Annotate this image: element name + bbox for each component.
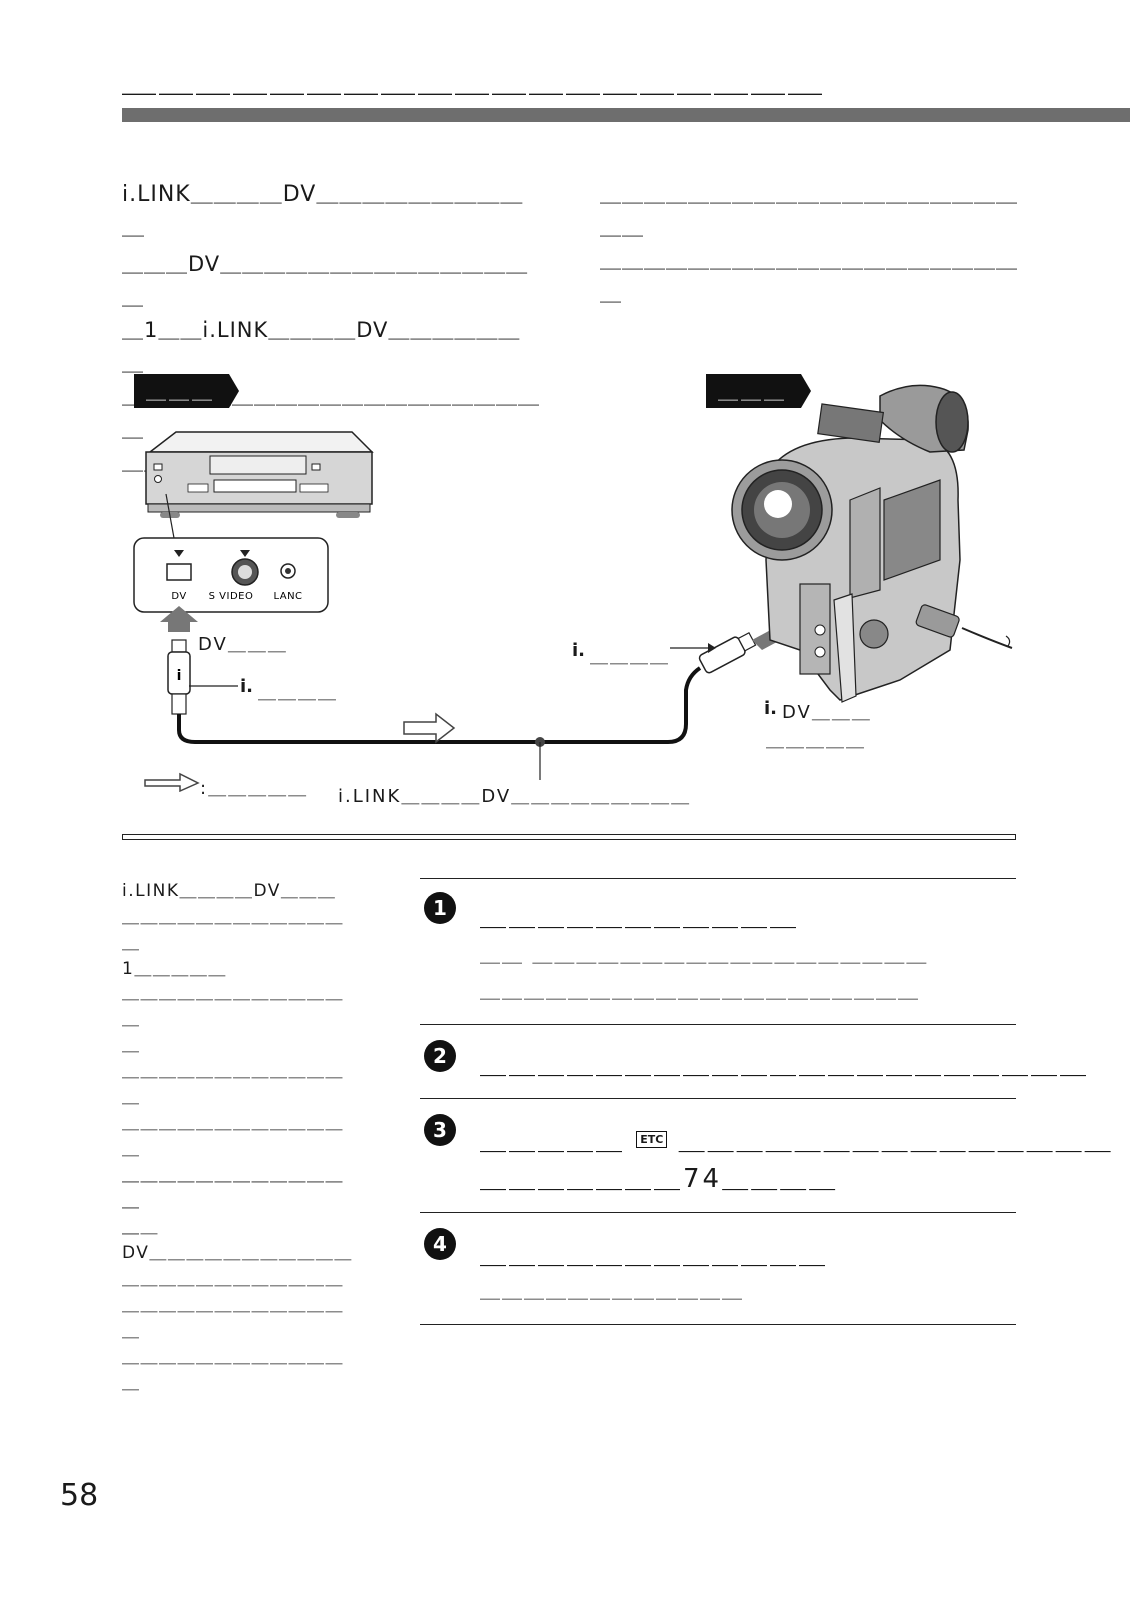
svg-text:i: i (177, 668, 182, 684)
sidenote-line: ＿＿＿＿＿＿＿＿＿＿＿＿＿ (122, 907, 344, 953)
step-divider (420, 1212, 1016, 1213)
step-3-title-part: ＿＿＿＿＿＿＿＿＿＿＿＿＿＿＿ (678, 1126, 1114, 1156)
right-plug-label: ＿＿＿＿ (590, 646, 670, 667)
page-title: ＿＿＿＿＿＿＿＿＿＿＿＿＿＿＿＿＿＿＿ (122, 60, 825, 100)
step-desc-line: ＿＿＿＿＿＿＿＿＿＿＿＿＿＿＿＿＿＿＿＿ (480, 978, 920, 1002)
sidenote-1: i.LINK＿＿＿＿DV＿＿＿ ＿＿＿＿＿＿＿＿＿＿＿＿＿ 1＿＿＿＿＿ (122, 878, 360, 982)
intro-line: ＿＿＿DV＿＿＿＿＿＿＿＿＿＿＿＿＿＿＿ (122, 252, 529, 309)
signal-flow-arrow-icon (144, 772, 200, 792)
sidenote-line: ＿＿＿＿＿＿＿＿＿＿＿＿＿ (122, 1113, 344, 1159)
step-number-1: 1 (424, 892, 456, 924)
step-1-title: ＿＿＿＿＿＿＿＿＿＿＿ (480, 902, 800, 932)
intro-line: ＿＿＿＿＿＿＿＿＿＿＿＿＿＿＿＿＿＿＿＿ (600, 248, 1018, 305)
camcorder-illustration (731, 384, 1013, 703)
title-underline-bar (122, 108, 1130, 122)
vcr-tag: ＿＿＿ (134, 374, 239, 408)
step-divider (420, 1098, 1016, 1099)
step-3-title-line2: ＿＿＿＿＿＿＿74＿＿＿＿ (480, 1164, 839, 1194)
step-1-desc: ＿＿ ＿＿＿＿＿＿＿＿＿＿＿＿＿＿＿＿＿＿ ＿＿＿＿＿＿＿＿＿＿＿＿＿＿＿＿＿＿… (480, 936, 928, 1008)
sidenote-line: ＿＿＿＿＿＿＿＿＿＿＿＿＿ (122, 1347, 344, 1393)
ilink-icon: i. (240, 676, 254, 697)
intro-line: ＿1＿＿i.LINK＿＿＿＿DV＿＿＿＿＿＿＿ (122, 318, 521, 375)
sidenote-3: ＿＿＿＿＿＿＿＿＿＿＿＿＿ ＿ DV＿＿＿＿＿＿＿＿＿＿＿ ＿＿＿＿＿＿＿＿＿＿… (122, 1162, 360, 1396)
intro-left-column: i.LINK＿＿＿＿DV＿＿＿＿＿＿＿＿＿＿ ＿＿＿DV＿＿＿＿＿＿＿＿＿＿＿＿… (122, 178, 542, 479)
camcorder-tag: ＿＿＿ (706, 374, 811, 408)
page-number: 58 (60, 1478, 99, 1513)
ilink-icon: i. (764, 698, 778, 719)
sidenote-line: ＿ (122, 1217, 141, 1237)
intro-right-column: ＿＿＿＿＿＿＿＿＿＿＿＿＿＿＿＿＿＿＿＿＿ ＿＿＿＿＿＿＿＿＿＿＿＿＿＿＿＿＿＿… (600, 178, 1020, 310)
step-divider (420, 1024, 1016, 1025)
dv-in-label: DV＿＿＿ (198, 634, 288, 655)
intro-lead: i.LINK＿＿＿＿DV＿＿＿＿＿＿＿＿＿＿ (122, 182, 524, 240)
legend-label: :＿＿＿＿＿ (200, 778, 309, 799)
sidenote-line: i.LINK＿＿＿＿DV＿＿＿ (122, 881, 337, 901)
step-3-title: ＿＿＿＿＿ ETC ＿＿＿＿＿＿＿＿＿＿＿＿＿＿＿ (480, 1120, 1114, 1157)
intro-line: ＿＿＿＿＿＿＿＿＿＿＿＿＿＿＿＿＿＿＿＿＿ (600, 182, 1018, 239)
etc-menu-icon: ETC (636, 1131, 668, 1148)
sidenote-line: ＿＿＿＿＿＿＿＿＿＿＿＿＿ (122, 1295, 344, 1341)
vcr-illustration (145, 431, 374, 518)
camera-port-label-2: ＿＿＿＿＿ (766, 730, 866, 751)
sidenote-line: ＿＿＿＿＿＿＿＿＿＿＿＿＿ (122, 983, 344, 1029)
sidenote-line: ＿＿ (122, 1217, 159, 1237)
step-3-title-part: ＿＿＿＿＿ (480, 1126, 626, 1156)
sidenote-2: ＿＿＿＿＿＿＿＿＿＿＿＿＿ ＿ ＿＿＿＿＿＿＿＿＿＿＿＿＿ ＿＿＿＿＿＿＿＿＿＿… (122, 980, 360, 1240)
step-desc-line: ＿＿ ＿＿＿＿＿＿＿＿＿＿＿＿＿＿＿＿＿＿ (480, 942, 929, 966)
sidenote-line: ＿＿＿＿＿＿＿＿＿＿＿＿ (122, 1269, 344, 1289)
left-plug-label: ＿＿＿＿ (258, 682, 338, 703)
sidenote-line: DV＿＿＿＿＿＿＿＿＿＿＿ (122, 1243, 353, 1263)
step-divider (420, 878, 1016, 879)
step-2-title: ＿＿＿＿＿＿＿＿＿＿＿＿＿＿＿＿＿＿＿＿＿ (480, 1050, 1090, 1080)
dv-jack (166, 563, 192, 581)
step-number-3: 3 (424, 1114, 456, 1146)
sidenote-line: ＿＿＿＿＿＿＿＿＿＿＿＿＿ (122, 1165, 344, 1211)
sidenote-line: ＿＿＿＿＿＿＿＿＿＿＿＿＿ (122, 1061, 344, 1107)
connector-panel (133, 537, 329, 613)
step-number-4: 4 (424, 1228, 456, 1260)
camera-port-label: DV＿＿＿ (782, 702, 872, 723)
ilink-icon: i. (572, 640, 586, 661)
sidenote-line: ＿＿＿＿＿＿＿＿＿＿＿＿＿ (122, 1165, 344, 1211)
connection-diagram: DV S VIDEO LANC i (133, 384, 1013, 780)
step-4-title: ＿＿＿＿＿＿＿＿＿＿＿＿ (480, 1240, 829, 1270)
sidenote-line: ＿ (122, 1035, 141, 1055)
cable-label: i.LINK＿＿＿＿DV＿＿＿＿＿＿＿＿＿ (338, 786, 692, 807)
panel-label-dv: DV (171, 591, 186, 602)
step-number-2: 2 (424, 1040, 456, 1072)
panel-label-lanc: LANC (273, 591, 302, 602)
section-divider (122, 834, 1016, 840)
step-divider (420, 1324, 1016, 1325)
step-4-desc: ＿＿＿＿＿＿＿＿＿＿＿＿ (480, 1278, 744, 1302)
panel-label-svideo: S VIDEO (209, 591, 254, 602)
sidenote-line: 1＿＿＿＿＿ (122, 959, 227, 979)
